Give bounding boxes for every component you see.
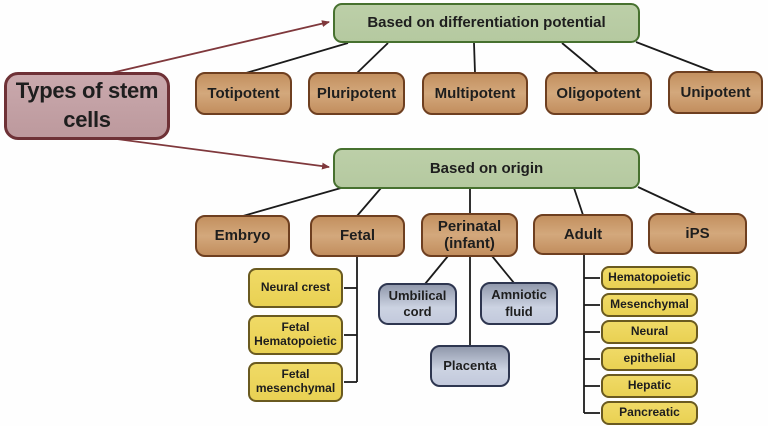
connector-line [635, 41, 715, 73]
node-hepatic: Hepatic [601, 374, 698, 398]
node-oligopotent: Oligopotent [545, 72, 652, 115]
node-fetal-hematopoietic: Fetal Hematopoietic [248, 315, 343, 355]
node-ips: iPS [648, 213, 747, 254]
node-perinatal-infant: Perinatal (infant) [421, 213, 518, 257]
connector-line [356, 187, 382, 217]
node-embryo: Embryo [195, 215, 290, 257]
node-pancreatic: Pancreatic [601, 401, 698, 425]
connector-line [573, 187, 584, 216]
header-based-on-differentiation-potential: Based on differentiation potential [333, 3, 640, 43]
connector-line [356, 42, 389, 74]
arrow-to-differentiation [89, 20, 330, 79]
node-totipotent: Totipotent [195, 72, 292, 115]
node-adult: Adult [533, 214, 633, 255]
fetal-bracket-lines [344, 257, 358, 383]
node-neural-crest: Neural crest [248, 268, 343, 308]
connector-line [491, 255, 515, 284]
connector-line [245, 42, 349, 74]
perinatal-lines [424, 255, 515, 346]
root-arrows [89, 20, 330, 170]
connector-line [561, 42, 599, 74]
node-amniotic-fluid: Amniotic fluid [480, 282, 558, 325]
node-pluripotent: Pluripotent [308, 72, 405, 115]
node-fetal: Fetal [310, 215, 405, 257]
root-node-types-of-stem-cells: Types of stem cells [4, 72, 170, 140]
potential-fan-lines [245, 41, 715, 74]
node-epithelial: epithelial [601, 347, 698, 371]
node-umbilical-cord: Umbilical cord [378, 283, 457, 325]
origin-fan-lines [242, 186, 697, 217]
node-fetal-mesenchymal: Fetal mesenchymal [248, 362, 343, 402]
connector-line [637, 186, 697, 215]
node-multipotent: Multipotent [422, 72, 528, 115]
connector-line [473, 42, 476, 74]
node-hematopoietic: Hematopoietic [601, 266, 698, 290]
header-based-on-origin: Based on origin [333, 148, 640, 189]
connector-line [242, 187, 342, 217]
connector-line [424, 255, 449, 285]
arrow-to-origin [93, 135, 330, 170]
node-placenta: Placenta [430, 345, 510, 387]
node-unipotent: Unipotent [668, 71, 763, 114]
node-mesenchymal: Mesenchymal [601, 293, 698, 317]
adult-bracket-lines [583, 255, 600, 414]
node-neural: Neural [601, 320, 698, 344]
